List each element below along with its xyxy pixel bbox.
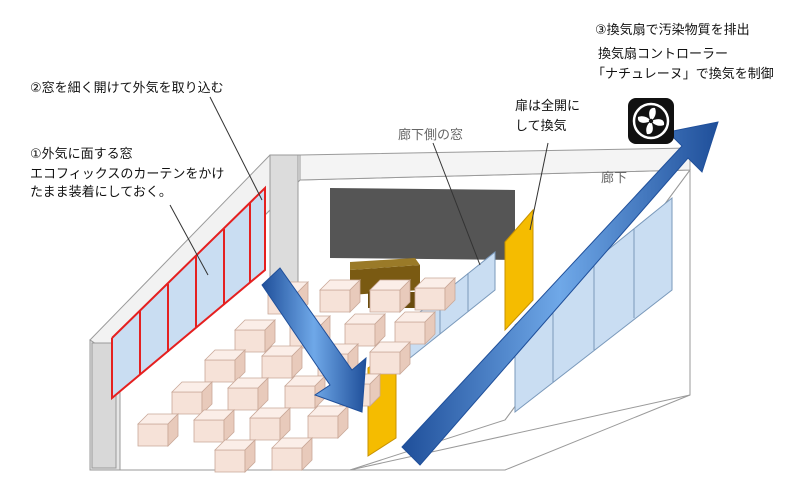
label-outside-window-line1: エコフィックスのカーテンをかけ [30, 167, 225, 182]
label-exhaust-title: ③換気扇で汚染物質を排出 [595, 23, 750, 38]
label-fan-controller: 換気扇コントローラー [598, 47, 729, 62]
student-desk [319, 279, 361, 313]
label-intake: ②窓を細く開けて外気を取り込む [30, 81, 224, 96]
student-desk [227, 377, 269, 411]
student-desk [369, 341, 411, 375]
back-door [504, 208, 534, 332]
label-door-line2: して換気 [515, 119, 567, 134]
student-desk [369, 279, 411, 313]
student-desk [394, 311, 436, 345]
label-natureyne-control: 「ナチュレーヌ」で換気を制御 [592, 67, 774, 82]
curtain-frame [111, 185, 266, 401]
corridor-wall [349, 168, 691, 471]
exhaust-arrow [401, 121, 719, 466]
student-desk [137, 413, 179, 447]
label-door-line1: 扉は全開に [515, 99, 581, 114]
pillar [269, 154, 299, 286]
student-desk [414, 277, 456, 311]
blackboard [330, 188, 515, 260]
student-desk [249, 407, 291, 441]
student-desk [344, 313, 386, 347]
label-hallway: 廊下 [601, 171, 628, 186]
student-desk [214, 439, 256, 473]
student-desk [307, 405, 349, 439]
student-desk [261, 345, 303, 379]
label-hallway-window: 廊下側の窓 [398, 128, 464, 143]
intake-arrow [261, 267, 367, 413]
label-outside-window-title: ①外気に面する窓 [30, 147, 133, 162]
student-desk [271, 437, 313, 471]
label-outside-window-line2: たまま装着にしておく。 [30, 185, 172, 200]
leader-lines [169, 96, 549, 276]
student-desk [171, 381, 213, 415]
student-desk [204, 349, 246, 383]
student-desk [193, 409, 235, 443]
student-desk [234, 319, 276, 353]
ventilation-fan-icon [628, 98, 674, 144]
